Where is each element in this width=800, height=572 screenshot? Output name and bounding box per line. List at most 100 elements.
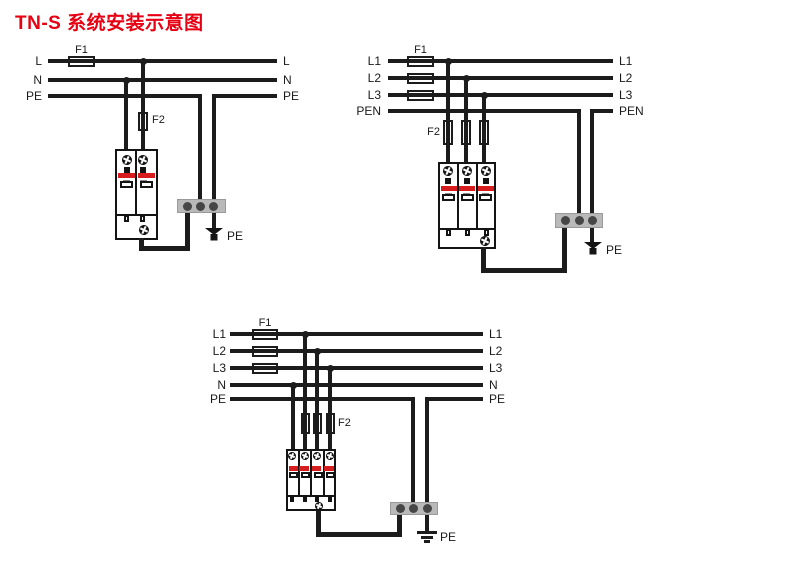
module-divider bbox=[322, 451, 325, 495]
terminal-block bbox=[140, 166, 146, 173]
bus-line-n bbox=[48, 78, 277, 82]
module-divider bbox=[456, 164, 459, 228]
line-label-n-left: N bbox=[217, 378, 226, 392]
drop-wire-l3 bbox=[328, 368, 332, 451]
mount-tab bbox=[290, 495, 294, 502]
earth-pe-label: PE bbox=[440, 530, 457, 544]
mount-tab bbox=[302, 495, 307, 502]
ground-screw-icon bbox=[313, 500, 325, 511]
drop-wire-l bbox=[141, 61, 145, 150]
bus-line-l2 bbox=[388, 76, 613, 80]
earth-arrow-icon bbox=[584, 242, 602, 255]
drop-wire-l1 bbox=[446, 61, 450, 164]
line-label-pe-right: PE bbox=[283, 89, 300, 103]
fuse-f2-symbol bbox=[312, 413, 322, 434]
busbar-terminal bbox=[182, 201, 192, 211]
status-window bbox=[326, 472, 335, 478]
busbar-terminal bbox=[574, 216, 584, 225]
status-window bbox=[301, 472, 310, 478]
brand-band bbox=[138, 173, 155, 178]
ground-screw-icon bbox=[136, 222, 151, 237]
line-label-n-right: N bbox=[283, 73, 292, 87]
status-window bbox=[139, 181, 153, 188]
screw-terminal-icon bbox=[286, 450, 298, 462]
brand-band bbox=[440, 186, 457, 191]
status-window bbox=[441, 194, 455, 201]
pe-earth-wire bbox=[425, 515, 429, 532]
earth-pe-label: PE bbox=[227, 229, 244, 243]
drop-wire-l3 bbox=[482, 95, 486, 164]
line-label-l1-left: L1 bbox=[212, 327, 226, 341]
line-label-l3-right: L3 bbox=[489, 361, 503, 375]
screw-terminal-icon bbox=[136, 152, 150, 167]
brand-band bbox=[288, 466, 298, 471]
screw-terminal-icon bbox=[324, 450, 336, 462]
microtext bbox=[122, 179, 130, 182]
fuse-f1-symbol bbox=[68, 56, 95, 67]
fuse-f2-symbol bbox=[443, 120, 453, 145]
fuse-f2-label: F2 bbox=[427, 126, 440, 138]
fuse-f1-label: F1 bbox=[75, 44, 88, 56]
busbar-terminal bbox=[395, 504, 405, 513]
screw-terminal-icon bbox=[479, 163, 493, 178]
pe-earth-wire bbox=[590, 228, 594, 243]
line-label-l-left: L bbox=[35, 54, 42, 68]
screw-terminal-icon bbox=[119, 152, 134, 167]
busbar-terminal bbox=[588, 216, 597, 225]
page-title: TN-S 系统安装示意图 bbox=[15, 13, 204, 34]
ground-wire bbox=[185, 213, 190, 251]
line-label-pe-right: PE bbox=[489, 392, 506, 406]
line-label-l-right: L bbox=[283, 54, 290, 68]
microtext bbox=[463, 192, 470, 195]
ground-wire bbox=[397, 515, 402, 537]
spd-device-4pole bbox=[286, 449, 336, 511]
earth-bar-icon bbox=[424, 540, 430, 543]
terminal-block bbox=[445, 177, 451, 184]
line-label-l1-right: L1 bbox=[619, 54, 633, 68]
mount-tab bbox=[464, 228, 470, 236]
drop-wire-l1 bbox=[303, 334, 307, 451]
line-label-l2-left: L2 bbox=[212, 344, 226, 358]
microtext bbox=[481, 192, 489, 195]
earth-bar-icon bbox=[417, 531, 437, 534]
ground-wire bbox=[316, 511, 321, 537]
line-label-l2-right: L2 bbox=[489, 344, 503, 358]
module-divider bbox=[134, 151, 137, 214]
fuse-f1-symbol bbox=[252, 346, 278, 357]
line-label-l3-right: L3 bbox=[619, 88, 633, 102]
bus-line-l1 bbox=[388, 59, 613, 63]
mount-tab bbox=[327, 495, 332, 502]
busbar-terminal bbox=[195, 201, 205, 211]
module-divider bbox=[310, 451, 312, 495]
earth-pe-label: PE bbox=[606, 243, 623, 257]
microtext bbox=[139, 179, 147, 182]
screw-terminal-icon bbox=[311, 450, 323, 462]
bus-line-pe-right-segment bbox=[425, 397, 483, 401]
pen-riser bbox=[590, 109, 594, 213]
module-divider bbox=[476, 164, 478, 228]
status-window bbox=[479, 194, 492, 201]
line-label-l2-left: L2 bbox=[367, 71, 381, 85]
line-label-pen-left: PEN bbox=[356, 104, 381, 118]
fuse-f1-symbol bbox=[407, 73, 434, 84]
status-window bbox=[313, 472, 323, 478]
spd-device-3pole bbox=[438, 162, 496, 249]
fuse-f1-label: F1 bbox=[414, 44, 427, 56]
mount-tab bbox=[315, 495, 319, 502]
mount-tab bbox=[140, 215, 145, 222]
fuse-f2-symbol bbox=[325, 413, 335, 434]
mount-tab bbox=[483, 228, 489, 236]
screw-terminal-icon bbox=[299, 450, 311, 462]
brand-band bbox=[117, 173, 135, 178]
ground-wire bbox=[316, 532, 402, 537]
ground-wire bbox=[481, 247, 486, 273]
fuse-f2-label: F2 bbox=[338, 417, 351, 429]
brand-band bbox=[459, 186, 475, 191]
brand-band bbox=[299, 466, 309, 471]
status-window bbox=[119, 181, 133, 188]
bus-line-l3 bbox=[388, 93, 613, 97]
brand-band bbox=[324, 466, 334, 471]
busbar-terminal bbox=[209, 201, 218, 211]
fuse-f1-symbol bbox=[407, 90, 434, 101]
busbar-terminal bbox=[560, 216, 570, 225]
